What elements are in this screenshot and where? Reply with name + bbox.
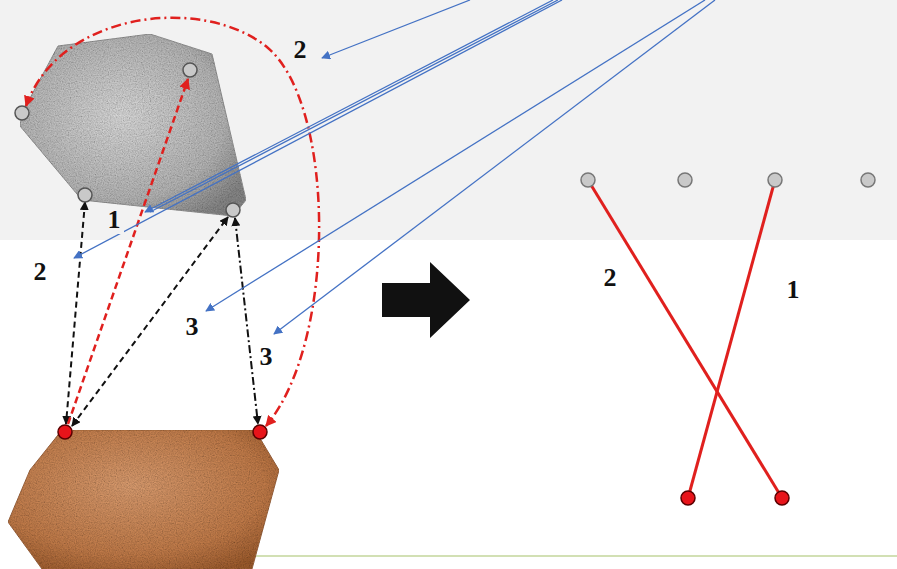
candidate-match bbox=[66, 202, 85, 424]
leader-line bbox=[322, 0, 470, 58]
grey-point bbox=[78, 188, 92, 202]
callout-number: 2 bbox=[31, 258, 50, 286]
grey-point bbox=[768, 173, 782, 187]
red-point bbox=[681, 491, 695, 505]
red-point bbox=[775, 491, 789, 505]
grey-point bbox=[678, 173, 692, 187]
callout-number: 2 bbox=[291, 36, 310, 64]
assignment-line bbox=[688, 180, 775, 498]
grey-point bbox=[15, 106, 29, 120]
transition-arrow bbox=[382, 262, 470, 338]
slide-band bbox=[0, 0, 897, 240]
callout-number: 3 bbox=[257, 343, 276, 371]
assignment-line bbox=[588, 180, 782, 498]
selected-match bbox=[26, 18, 319, 426]
callout-number: 1 bbox=[784, 276, 803, 304]
grey-point bbox=[861, 173, 875, 187]
leader-line bbox=[206, 0, 705, 311]
red-point bbox=[58, 425, 72, 439]
callout-number: 2 bbox=[601, 264, 620, 292]
grey-point bbox=[183, 63, 197, 77]
grey-point bbox=[581, 173, 595, 187]
grey-point bbox=[226, 203, 240, 217]
leader-line bbox=[145, 0, 553, 212]
callout-number: 3 bbox=[183, 313, 202, 341]
leader-line bbox=[274, 0, 715, 334]
brown-fragment bbox=[8, 430, 279, 569]
candidate-match bbox=[235, 218, 258, 424]
leader-line bbox=[74, 0, 562, 258]
leader-line bbox=[150, 0, 558, 212]
red-point bbox=[253, 425, 267, 439]
candidate-match bbox=[72, 217, 228, 426]
callout-number: 1 bbox=[105, 206, 124, 234]
grey-fragment bbox=[20, 34, 246, 216]
